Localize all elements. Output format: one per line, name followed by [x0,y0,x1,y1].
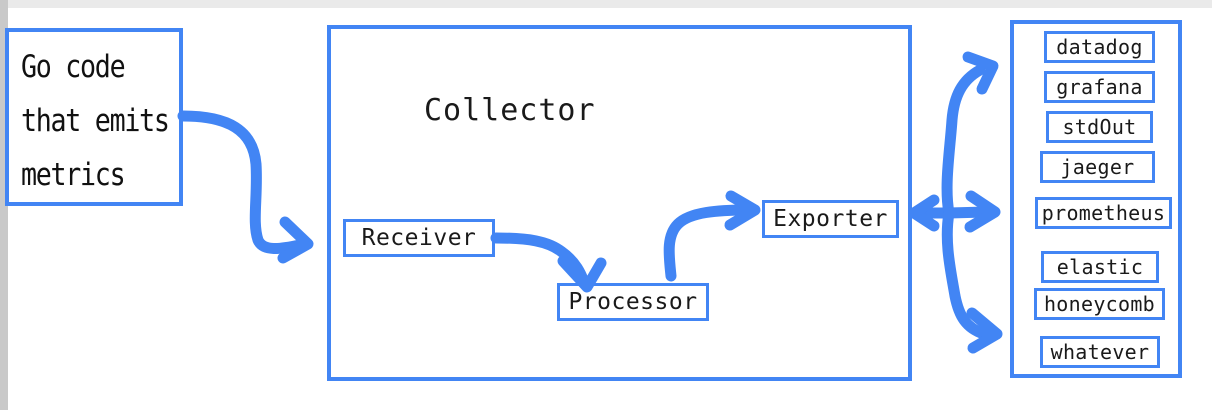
exporter-box: Exporter [762,200,899,238]
top-chrome-strip [0,0,1212,8]
processor-box: Processor [557,283,709,321]
destination-grafana: grafana [1044,71,1155,103]
source-line-3: metrics [21,157,126,193]
destination-prometheus: prometheus [1035,197,1172,229]
destination-elastic: elastic [1041,251,1159,283]
left-chrome-strip [0,0,8,410]
destination-whatever: whatever [1040,336,1160,368]
collector-title: Collector [424,93,596,128]
destination-stdout: stdOut [1046,111,1153,143]
go-code-source-box: Go code that emits metrics [5,28,183,206]
source-line-1: Go code [21,49,126,85]
destination-honeycomb: honeycomb [1034,288,1165,320]
collector-container: Collector [327,25,912,381]
arrow-exporter-fanout [908,51,1003,354]
destination-jaeger: jaeger [1040,151,1155,183]
source-line-2: that emits [21,103,170,139]
destination-datadog: datadog [1044,31,1155,63]
arrow-source-to-receiver [177,110,314,264]
receiver-box: Receiver [343,219,495,257]
